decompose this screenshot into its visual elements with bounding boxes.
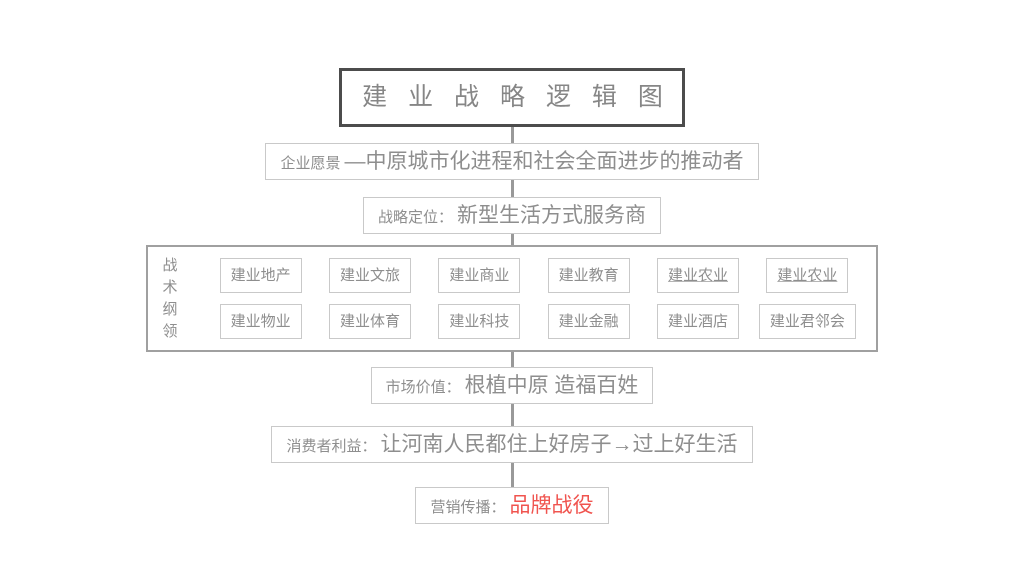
tactic-cell: 建业君邻会: [758, 304, 856, 339]
tactics-label: 战术纲领: [162, 256, 178, 340]
tactic-cell: 建业体育: [328, 304, 411, 339]
tactics-grid: 建业地产 建业文旅 建业商业 建业教育 建业农业 建业农业 建业物业 建业体育 …: [206, 258, 862, 339]
strategy-logic-diagram: 建 业 战 略 逻 辑 图 企业愿景 —中原城市化进程和社会全面进步的推动者 战…: [146, 68, 878, 524]
consumer-benefit-text: 让河南人民都住上好房子→过上好生活: [380, 433, 738, 456]
connector: [510, 352, 514, 367]
tactic-cell: 建业金融: [547, 304, 630, 339]
connector: [510, 463, 514, 487]
tactic-cell: 建业酒店: [656, 304, 739, 339]
connector: [510, 180, 514, 197]
consumer-benefit-label: 消费者利益：: [286, 438, 377, 455]
positioning-text: 新型生活方式服务商: [457, 204, 646, 227]
tactic-cell: 建业地产: [219, 258, 302, 293]
positioning-label: 战略定位：: [377, 209, 453, 226]
consumer-benefit-box: 消费者利益： 让河南人民都住上好房子→过上好生活: [271, 426, 753, 463]
market-value-text: 根植中原 造福百姓: [464, 374, 639, 397]
vision-text: —中原城市化进程和社会全面进步的推动者: [344, 150, 744, 173]
vision-box: 企业愿景 —中原城市化进程和社会全面进步的推动者: [265, 143, 759, 180]
tactic-cell: 建业商业: [438, 258, 521, 293]
connector: [510, 404, 514, 426]
tactic-cell: 建业教育: [547, 258, 630, 293]
connector: [510, 127, 514, 143]
vision-label: 企业愿景: [280, 155, 341, 172]
tactic-cell: 建业文旅: [328, 258, 411, 293]
marketing-box: 营销传播： 品牌战役: [415, 487, 609, 524]
diagram-title-box: 建 业 战 略 逻 辑 图: [339, 68, 685, 127]
tactic-cell: 建业物业: [219, 304, 302, 339]
marketing-label: 营销传播：: [430, 499, 506, 516]
connector: [510, 234, 514, 245]
tactic-cell: 建业农业: [766, 258, 849, 293]
tactic-cell: 建业科技: [438, 304, 521, 339]
positioning-box: 战略定位： 新型生活方式服务商: [362, 197, 661, 234]
diagram-title: 建 业 战 略 逻 辑 图: [362, 83, 670, 111]
tactics-container: 战术纲领 建业地产 建业文旅 建业商业 建业教育 建业农业 建业农业 建业物业 …: [146, 245, 878, 352]
tactic-cell: 建业农业: [656, 258, 739, 293]
marketing-text: 品牌战役: [509, 494, 594, 517]
market-value-box: 市场价值： 根植中原 造福百姓: [370, 367, 654, 404]
market-value-label: 市场价值：: [385, 379, 461, 396]
